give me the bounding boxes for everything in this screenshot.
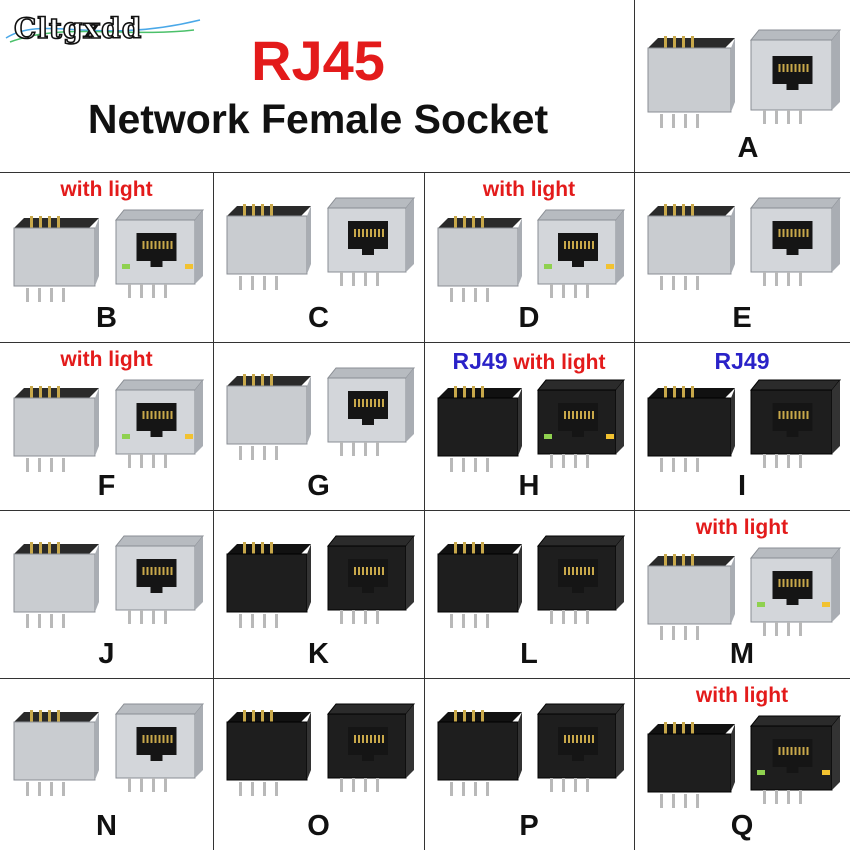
- variant-cell-o: O: [213, 678, 424, 850]
- divider: [0, 678, 850, 679]
- socket-front-view: [536, 209, 626, 298]
- socket-back-view: [13, 386, 99, 472]
- variant-light-note: with light: [695, 516, 789, 539]
- logo-swoosh-icon: [5, 19, 201, 43]
- variant-cell-c: C: [213, 172, 424, 342]
- variant-light-note: with light: [482, 178, 576, 201]
- variant-cell-g: G: [213, 342, 424, 510]
- socket-front-view: [326, 535, 416, 624]
- socket-front-view: [536, 535, 626, 624]
- divider: [0, 342, 850, 343]
- variant-letter: G: [307, 470, 330, 502]
- variant-letter: J: [98, 638, 115, 670]
- variant-letter: D: [518, 302, 540, 334]
- divider: [213, 172, 214, 850]
- socket-back-view: [226, 710, 311, 796]
- socket-back-view: [226, 374, 311, 460]
- variant-tag: RJ49: [634, 348, 850, 375]
- socket-back-view: [226, 204, 311, 290]
- socket-front-view: [114, 379, 205, 468]
- variant-light-note: with light: [60, 348, 153, 371]
- socket-front-view: [749, 197, 842, 286]
- variant-type-label: RJ49: [452, 348, 508, 374]
- variant-letter: H: [518, 470, 540, 502]
- socket-back-view: [13, 710, 99, 796]
- variant-cell-e: E: [634, 172, 850, 342]
- socket-back-view: [647, 554, 735, 640]
- variant-tag: with light: [0, 348, 213, 372]
- variant-cell-k: K: [213, 510, 424, 678]
- variant-tag: with light: [0, 178, 213, 202]
- socket-back-view: [647, 386, 735, 472]
- variant-light-note: with light: [513, 351, 606, 374]
- variant-tag: RJ49 with light: [424, 348, 634, 375]
- variant-letter: O: [307, 810, 330, 842]
- socket-front-view: [114, 535, 205, 624]
- variant-letter: A: [737, 132, 759, 164]
- variant-cell-n: N: [0, 678, 213, 850]
- divider: [0, 510, 850, 511]
- socket-back-view: [13, 542, 99, 628]
- socket-back-view: [226, 542, 311, 628]
- variant-letter: P: [519, 810, 539, 842]
- variant-cell-a: A: [634, 0, 850, 172]
- variant-letter: K: [308, 638, 329, 670]
- socket-front-view: [749, 29, 842, 124]
- socket-front-view: [114, 209, 205, 298]
- variant-letter: F: [97, 470, 116, 502]
- page-subtitle: Network Female Socket: [87, 96, 549, 142]
- variant-letter: L: [520, 638, 538, 670]
- variant-cell-h: H RJ49 with light: [424, 342, 634, 510]
- variant-light-note: with light: [695, 684, 789, 707]
- page-title: RJ45: [251, 29, 385, 92]
- variant-letter: B: [96, 302, 117, 334]
- variant-letter: I: [737, 470, 747, 502]
- divider: [0, 172, 850, 173]
- divider: [634, 0, 635, 172]
- socket-back-view: [437, 216, 522, 302]
- socket-front-view: [326, 703, 416, 792]
- socket-back-view: [437, 386, 522, 472]
- socket-back-view: [647, 722, 735, 808]
- variant-cell-i: I RJ49: [634, 342, 850, 510]
- variant-letter: Q: [730, 810, 754, 842]
- socket-front-view: [536, 379, 626, 468]
- variant-letter: E: [732, 302, 752, 334]
- variant-letter: N: [96, 810, 117, 842]
- socket-front-view: [749, 379, 842, 468]
- variant-letter: C: [308, 302, 329, 334]
- socket-back-view: [13, 216, 99, 302]
- socket-back-view: [647, 36, 735, 128]
- variant-cell-p: P: [424, 678, 634, 850]
- socket-front-view: [114, 703, 205, 792]
- socket-back-view: [647, 204, 735, 290]
- variant-tag: with light: [634, 684, 850, 708]
- socket-front-view: [326, 197, 416, 286]
- divider: [634, 172, 635, 850]
- variant-letter: M: [729, 638, 755, 670]
- socket-front-view: [749, 547, 842, 636]
- variant-cell-j: J: [0, 510, 213, 678]
- variant-tag: with light: [634, 516, 850, 540]
- socket-front-view: [749, 715, 842, 804]
- variant-cell-l: L: [424, 510, 634, 678]
- brand-logo: Cltgxdd: [13, 11, 143, 46]
- variant-type-label: RJ49: [714, 348, 770, 374]
- socket-back-view: [437, 542, 522, 628]
- socket-front-view: [326, 367, 416, 456]
- socket-back-view: [437, 710, 522, 796]
- socket-front-view: [536, 703, 626, 792]
- divider: [424, 172, 425, 850]
- variant-tag: with light: [424, 178, 634, 202]
- variant-light-note: with light: [60, 178, 153, 201]
